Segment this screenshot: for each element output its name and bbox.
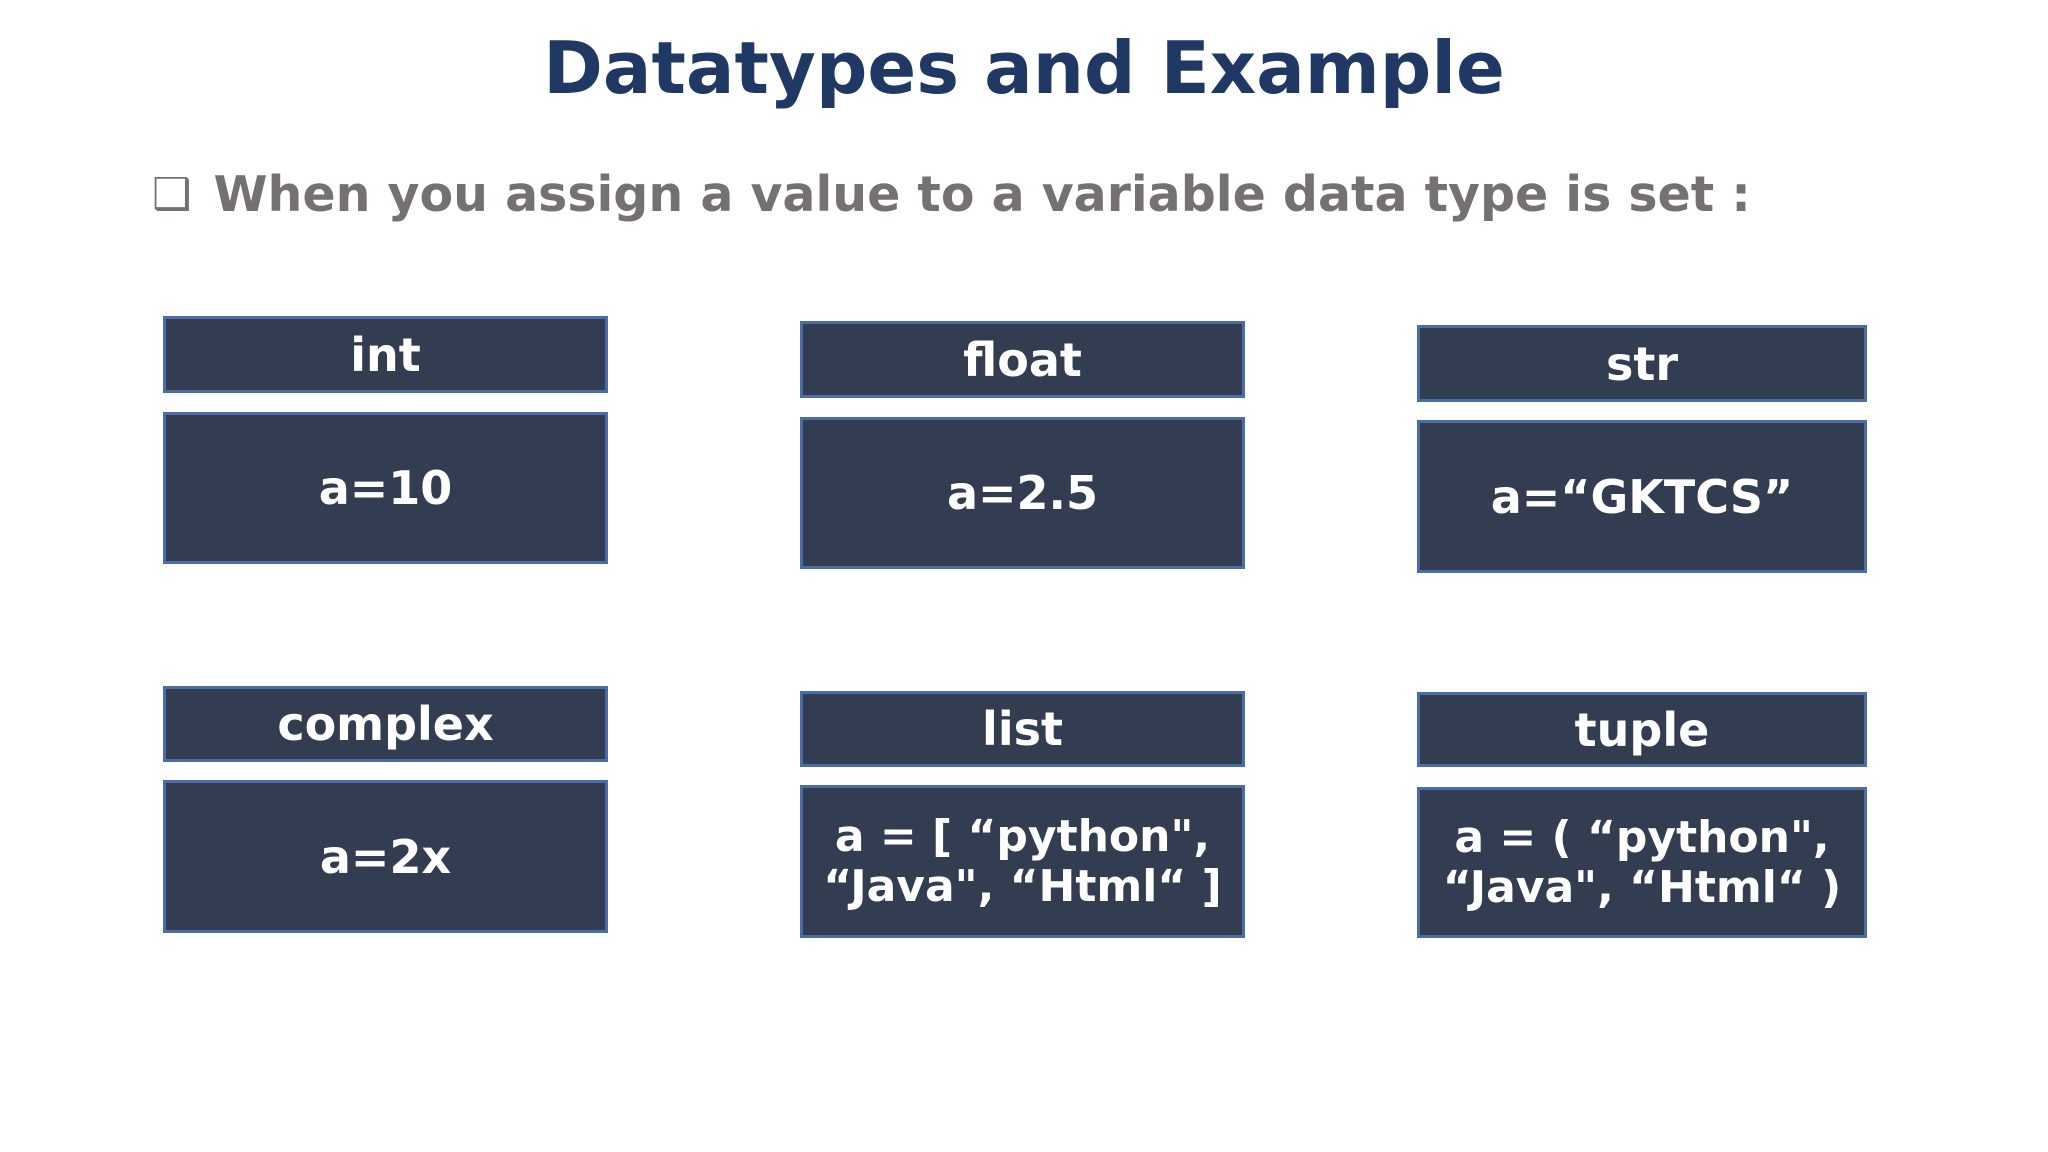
datatype-name: tuple — [1574, 702, 1710, 757]
datatype-header-list: list — [800, 691, 1245, 767]
datatype-name: complex — [277, 697, 494, 751]
shadowed-square-bullet-icon: ❑ — [152, 169, 192, 220]
datatype-example-str: a=“GKTCS” — [1417, 420, 1867, 573]
example-line: “Java", “Html“ ] — [823, 860, 1222, 912]
bullet-line: ❑ When you assign a value to a variable … — [152, 166, 1751, 223]
datatype-header-complex: complex — [163, 686, 608, 762]
datatype-header-tuple: tuple — [1417, 692, 1867, 767]
datatype-name: float — [963, 332, 1082, 387]
example-line: a = ( “python", — [1454, 812, 1830, 864]
page-title: Datatypes and Example — [543, 26, 1505, 110]
datatype-name: str — [1605, 336, 1679, 391]
datatype-header-int: int — [163, 316, 608, 393]
example-line: a=2x — [319, 829, 452, 884]
datatype-header-str: str — [1417, 325, 1867, 402]
datatype-name: int — [350, 327, 421, 382]
datatype-example-int: a=10 — [163, 412, 608, 564]
example-line: a=10 — [318, 461, 453, 515]
datatype-example-complex: a=2x — [163, 780, 608, 933]
bullet-text: When you assign a value to a variable da… — [213, 166, 1751, 223]
datatype-example-list: a = [ “python", “Java", “Html“ ] — [800, 785, 1245, 938]
example-line: a = [ “python", — [834, 811, 1211, 863]
example-line: a=“GKTCS” — [1490, 469, 1794, 524]
example-line: “Java", “Html“ ) — [1442, 861, 1842, 913]
datatype-name: list — [982, 702, 1063, 756]
datatype-example-float: a=2.5 — [800, 417, 1245, 569]
datatype-example-tuple: a = ( “python", “Java", “Html“ ) — [1417, 787, 1867, 938]
datatype-header-float: float — [800, 321, 1245, 398]
example-line: a=2.5 — [946, 466, 1099, 520]
